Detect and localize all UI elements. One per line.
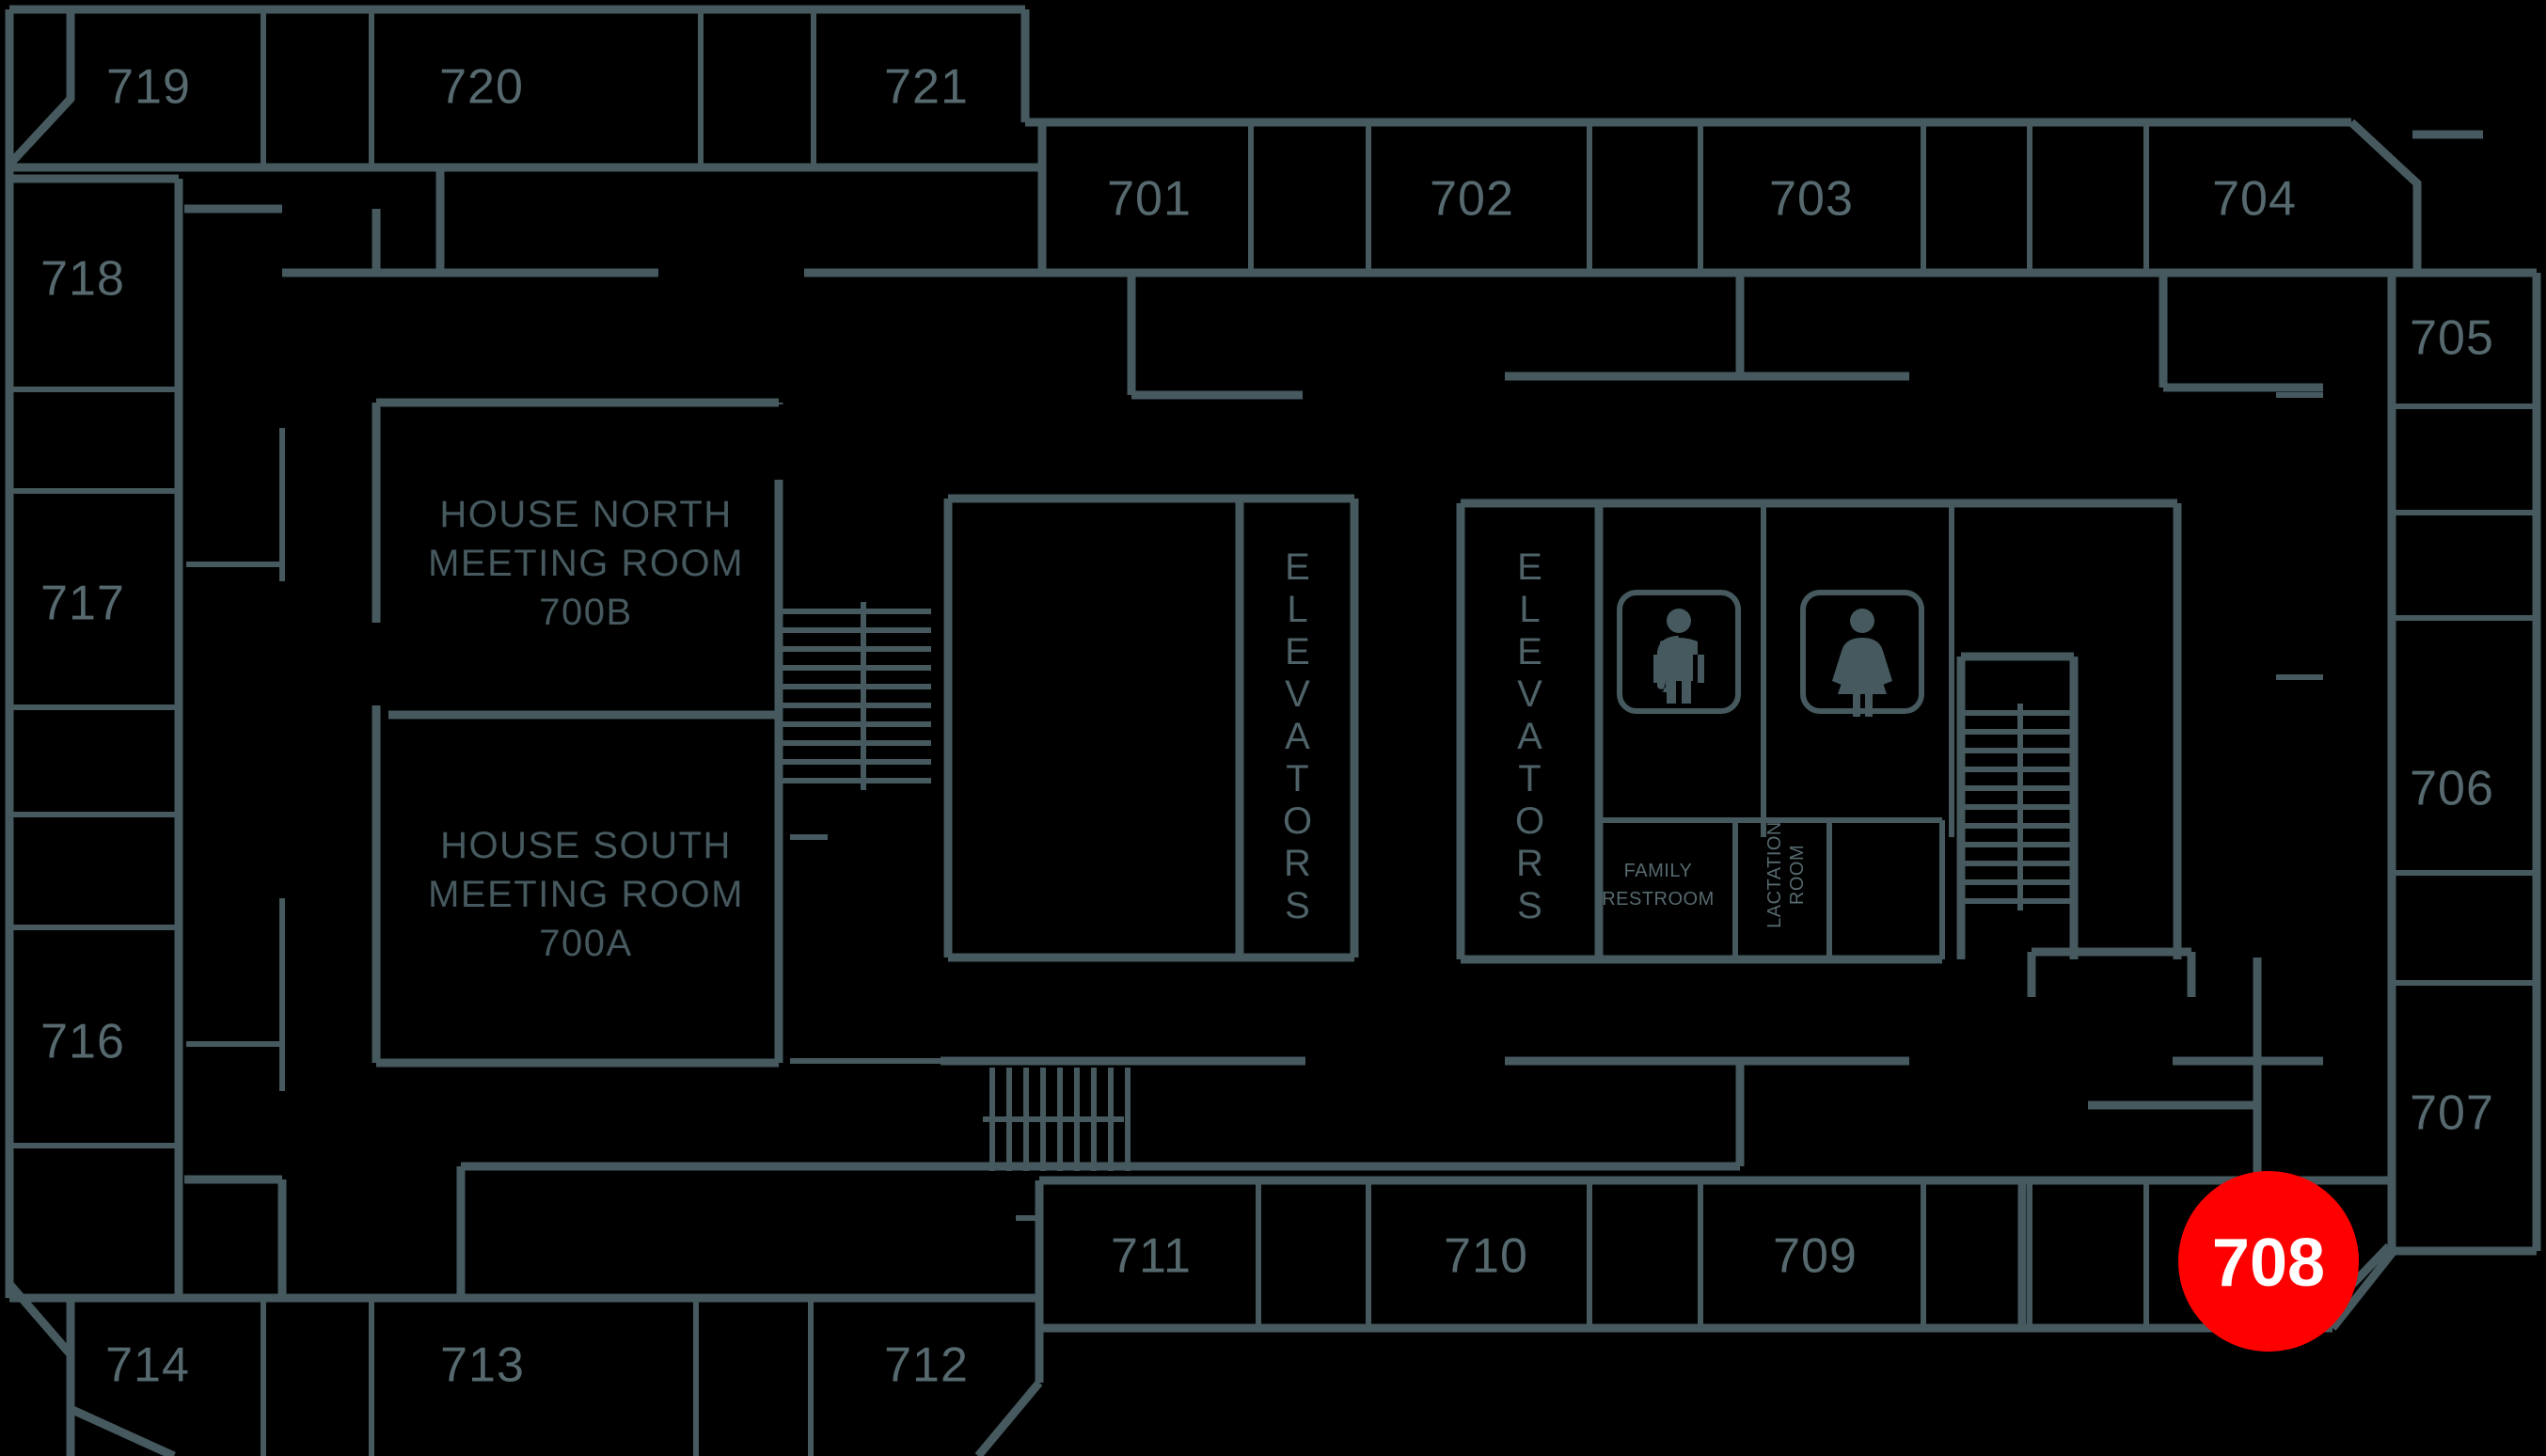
- elevators-west-letter: O: [1283, 800, 1313, 842]
- highlight-marker-label: 708: [2212, 1226, 2325, 1301]
- meeting-room-700b-line2: MEETING ROOM: [428, 543, 744, 584]
- elevators-west-letter: A: [1285, 716, 1311, 757]
- male-restroom-icon: [1617, 590, 1741, 720]
- meeting-room-700b-line3: 700B: [539, 592, 632, 633]
- building-walls: [5, 5, 2541, 1456]
- room-label-706: 706: [2410, 762, 2494, 816]
- elevators-east-letter: T: [1518, 758, 1542, 799]
- meeting-room-700a-line2: MEETING ROOM: [428, 874, 744, 915]
- meeting-room-labels: HOUSE NORTH MEETING ROOM 700B HOUSE SOUT…: [428, 494, 744, 964]
- elevators-east-letter: A: [1517, 716, 1543, 757]
- elevators-east-letter: L: [1519, 589, 1541, 630]
- elevators-east-letter: E: [1517, 546, 1543, 588]
- room-label-701: 701: [1107, 172, 1192, 227]
- lactation-room-label-line1: LACTATION: [1764, 821, 1785, 928]
- room-label-709: 709: [1773, 1229, 1858, 1284]
- elevators-west-letter: V: [1285, 673, 1311, 715]
- family-restroom-label-line2: RESTROOM: [1602, 889, 1715, 910]
- stair-north-west: [783, 602, 931, 790]
- elevators-west-letter: R: [1284, 843, 1312, 884]
- room-label-704: 704: [2212, 172, 2297, 227]
- stair-east: [1961, 704, 2074, 910]
- elevators-east-letter: O: [1515, 800, 1545, 842]
- elevators-east-letter: V: [1517, 673, 1543, 715]
- room-label-719: 719: [106, 60, 191, 115]
- meeting-room-700a-line1: HOUSE SOUTH: [440, 825, 732, 866]
- elevators-east-letter: R: [1516, 843, 1544, 884]
- room-label-703: 703: [1769, 172, 1854, 227]
- room-label-721: 721: [884, 60, 969, 115]
- stair-south-center: [983, 1068, 1131, 1171]
- room-label-710: 710: [1444, 1229, 1528, 1284]
- room-label-711: 711: [1111, 1229, 1192, 1284]
- room-label-713: 713: [440, 1338, 525, 1393]
- elevators-east-letter: E: [1517, 631, 1543, 673]
- meeting-room-700a-line3: 700A: [539, 923, 632, 964]
- highlight-circle[interactable]: [2178, 1171, 2359, 1352]
- room-label-712: 712: [884, 1338, 969, 1393]
- room-label-717: 717: [40, 577, 125, 631]
- female-restroom-icon: [1800, 590, 1924, 717]
- family-restroom-label-line1: FAMILY: [1624, 861, 1693, 881]
- room-label-716: 716: [40, 1015, 125, 1069]
- room-label-718: 718: [40, 252, 125, 307]
- amenity-labels: E L E V A T O R S E L E V A T O R S FAMI…: [1283, 546, 1808, 928]
- elevators-west-letter: E: [1285, 631, 1311, 673]
- room-label-702: 702: [1430, 172, 1514, 227]
- elevators-east-letter: S: [1517, 885, 1543, 926]
- highlight-marker-708[interactable]: 708: [2178, 1171, 2359, 1352]
- room-label-714: 714: [105, 1338, 190, 1393]
- elevators-west-letter: S: [1285, 885, 1311, 926]
- room-label-705: 705: [2410, 311, 2494, 366]
- elevators-west-letter: L: [1287, 589, 1308, 630]
- lactation-room-label-line2: ROOM: [1787, 845, 1808, 905]
- room-label-720: 720: [439, 60, 524, 115]
- room-labels: 719 720 721 701 702 703 704 705 706 707 …: [40, 60, 2494, 1393]
- meeting-room-700b-line1: HOUSE NORTH: [439, 494, 732, 535]
- elevators-west-letter: E: [1285, 546, 1311, 588]
- room-label-707: 707: [2410, 1086, 2494, 1141]
- elevators-west-letter: T: [1286, 758, 1309, 799]
